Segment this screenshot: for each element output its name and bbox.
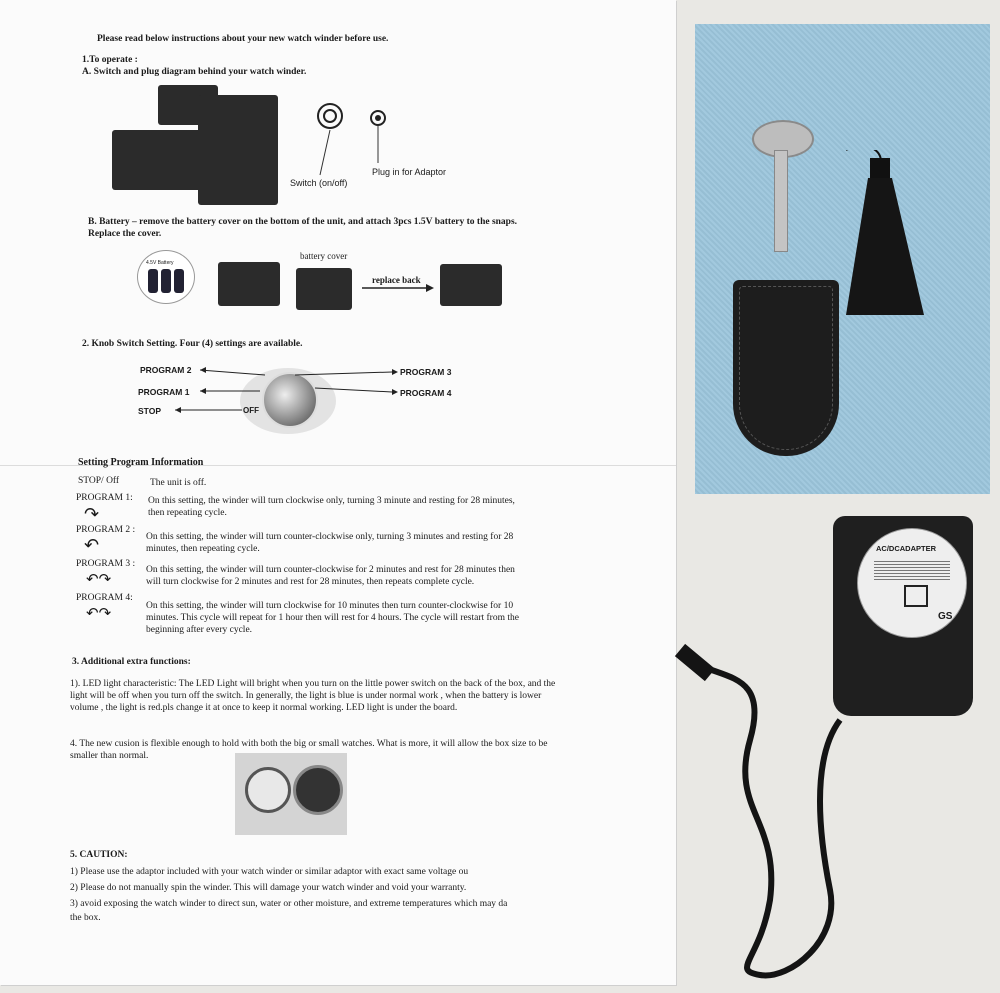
double-insulation-icon — [904, 585, 928, 607]
gs-mark-icon: GS — [938, 611, 953, 622]
adapter-label-title: AC/DCADAPTER — [876, 544, 936, 553]
off-label: OFF — [243, 406, 259, 415]
battery-bubble: 4.5V Battery — [137, 250, 195, 304]
adapter-spec-lines — [874, 559, 950, 581]
clockwise-arrow-icon: ↷ — [84, 504, 100, 524]
battery-compartment-photo — [218, 262, 280, 306]
battery-cover-photo — [296, 268, 352, 310]
caution-3-cont: the box. — [70, 913, 101, 923]
section-2-title: 2. Knob Switch Setting. Four (4) setting… — [82, 339, 303, 349]
program-3-label: PROGRAM 3 — [400, 367, 452, 377]
caution-2: 2) Please do not manually spin the winde… — [70, 883, 467, 893]
row-1-text: On this setting, the winder will turn cl… — [148, 496, 515, 518]
bidirectional-arrow-icon: ↶↷ — [86, 572, 112, 588]
row-2-text: On this setting, the winder will turn co… — [146, 532, 514, 554]
stop-label: STOP — [138, 406, 161, 416]
battery-cover-label: battery cover — [300, 251, 348, 261]
instruction-sheet: Please read below instructions about you… — [0, 0, 676, 985]
row-3-text: On this setting, the winder will turn co… — [146, 565, 515, 587]
winder-open-photo — [198, 95, 278, 205]
section-5-title: 5. CAUTION: — [70, 850, 128, 860]
row-3-label: PROGRAM 3 : — [76, 559, 136, 569]
section-1-title: 1.To operate : — [82, 55, 138, 65]
plug-icon — [370, 110, 386, 163]
switch-icon — [317, 103, 343, 176]
knob-arrows — [175, 367, 398, 413]
caution-3: 3) avoid exposing the watch winder to di… — [70, 899, 508, 909]
adapter-label: AC/DCADAPTER GS — [857, 528, 967, 638]
row-1-label: PROGRAM 1: — [76, 493, 133, 503]
program-1-label: PROGRAM 1 — [138, 387, 190, 397]
row-0-label: STOP/ Off — [78, 476, 120, 486]
row-4-label: PROGRAM 4: — [76, 593, 133, 603]
counter-clockwise-arrow-icon: ↶ — [84, 535, 100, 555]
paper-fold — [0, 465, 676, 466]
adapter-cord — [674, 643, 843, 979]
row-0-text: The unit is off. — [150, 478, 207, 488]
section-1a: A. Switch and plug diagram behind your w… — [82, 67, 307, 77]
arrow-right-icon — [362, 284, 434, 292]
key-shaft — [774, 150, 788, 252]
plug-label: Plug in for Adaptor — [372, 167, 447, 177]
section-3-led-text: 1). LED light characteristic: The LED Li… — [70, 679, 556, 713]
bidirectional-arrow-icon: ↶↷ — [86, 606, 112, 622]
battery-small-label: 4.5V Battery — [146, 260, 174, 266]
section-1b-line1: B. Battery – remove the battery cover on… — [88, 217, 518, 227]
section-3-title: 3. Additional extra functions: — [72, 657, 191, 667]
winder-bottom-photo — [440, 264, 502, 306]
setting-info-title: Setting Program Information — [78, 457, 204, 468]
switch-label: Switch (on/off) — [290, 178, 348, 188]
section-1b-line2: Replace the cover. — [88, 229, 162, 239]
row-4-text: On this setting, the winder will turn cl… — [146, 601, 519, 635]
watch-cushion-photo — [235, 753, 347, 835]
row-2-label: PROGRAM 2 : — [76, 525, 136, 535]
winder-closed-photo — [112, 130, 207, 190]
knob-dial — [262, 372, 318, 428]
leather-pouch — [733, 280, 839, 456]
program-4-label: PROGRAM 4 — [400, 388, 452, 398]
sheet-heading: Please read below instructions about you… — [97, 34, 389, 44]
caution-1: 1) Please use the adaptor included with … — [70, 867, 469, 877]
program-2-label: PROGRAM 2 — [140, 365, 192, 375]
section-3-cushion-text: 4. The new cusion is flexible enough to … — [70, 739, 548, 761]
replace-back-label: replace back — [372, 275, 421, 285]
tassel-icon — [846, 150, 924, 315]
